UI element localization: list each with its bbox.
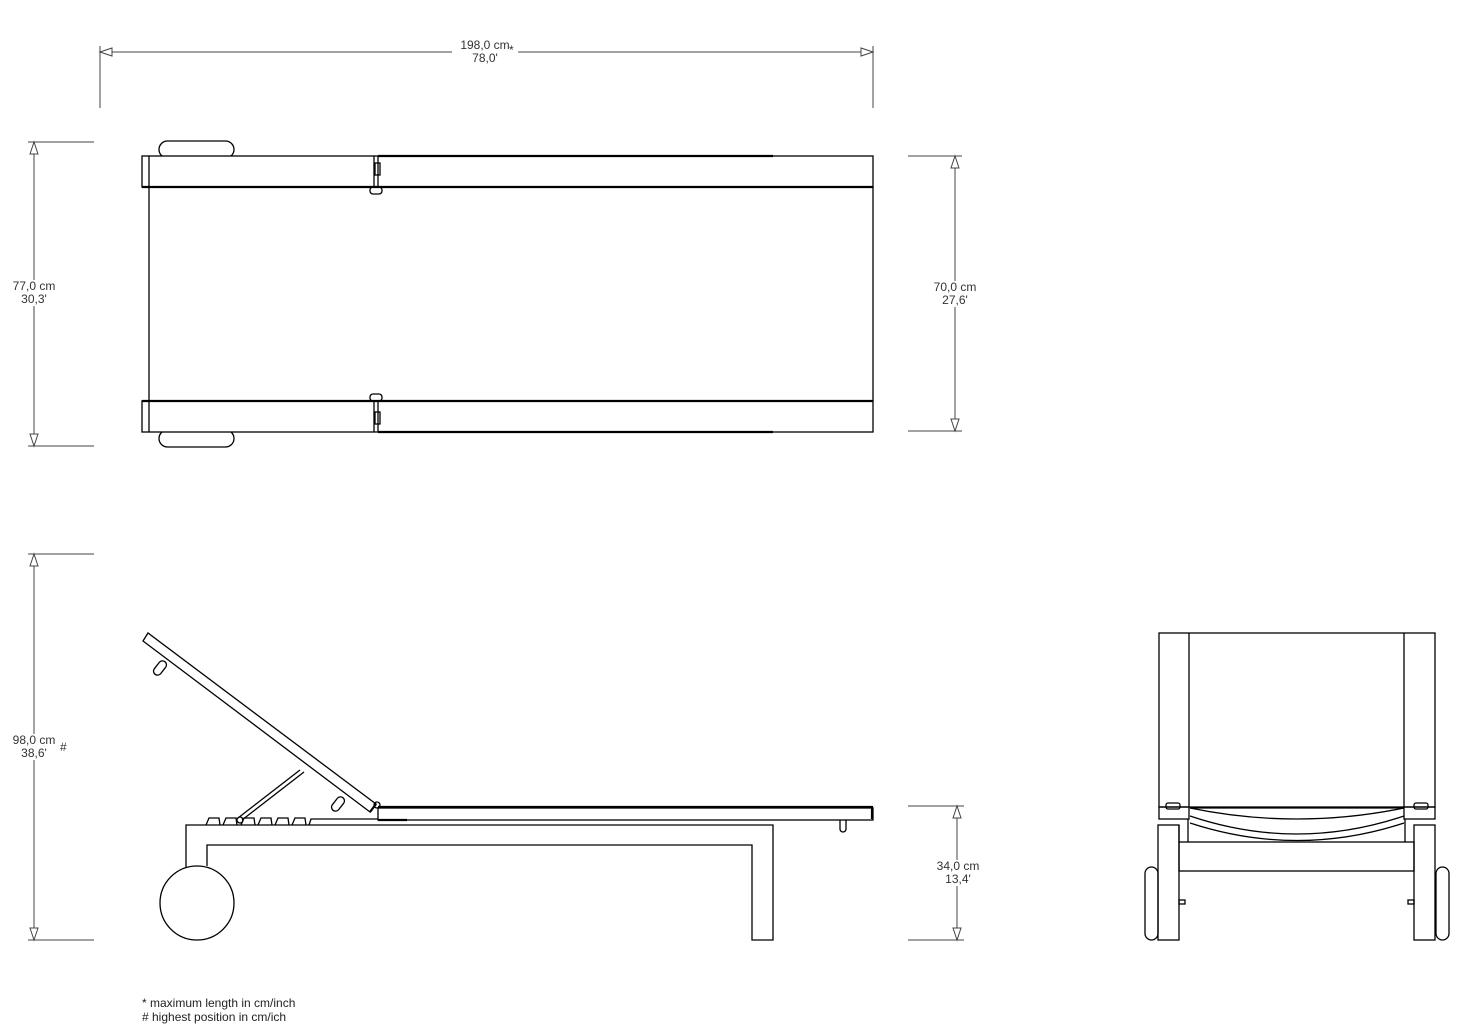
height-max-inch: 38,6' — [21, 746, 47, 760]
ratchet-notches — [205, 817, 380, 826]
width-overall-cm: 77,0 cm — [12, 279, 56, 293]
length-asterisk-marker: * — [509, 43, 514, 57]
width-frame-cm: 70,0 cm — [933, 280, 977, 294]
seat-height-inch: 13,4' — [945, 872, 971, 886]
height-max-cm: 98,0 cm — [12, 733, 56, 747]
side-view — [142, 632, 874, 941]
seat-height-cm: 34,0 cm — [936, 859, 980, 873]
width-frame-label: 70,0 cm 27,6' — [925, 281, 985, 307]
footnotes: * maximum length in cm/inch # highest po… — [142, 996, 295, 1024]
length-inch: 78,0' — [472, 51, 498, 65]
width-overall-label: 77,0 cm 30,3' — [4, 280, 64, 306]
height-max-label: 98,0 cm 38,6' — [4, 734, 64, 760]
top-view — [141, 140, 874, 448]
seat-height-label: 34,0 cm 13,4' — [928, 860, 988, 886]
width-overall-inch: 30,3' — [21, 292, 47, 306]
length-label: 198,0 cm 78,0' — [452, 39, 518, 65]
width-frame-inch: 27,6' — [942, 293, 968, 307]
front-view — [1144, 632, 1450, 941]
note-hash: # highest position in cm/ich — [142, 1010, 287, 1024]
length-cm: 198,0 cm — [460, 38, 510, 52]
note-asterisk: * maximum length in cm/inch — [142, 996, 296, 1010]
height-hash-marker: # — [60, 740, 67, 754]
